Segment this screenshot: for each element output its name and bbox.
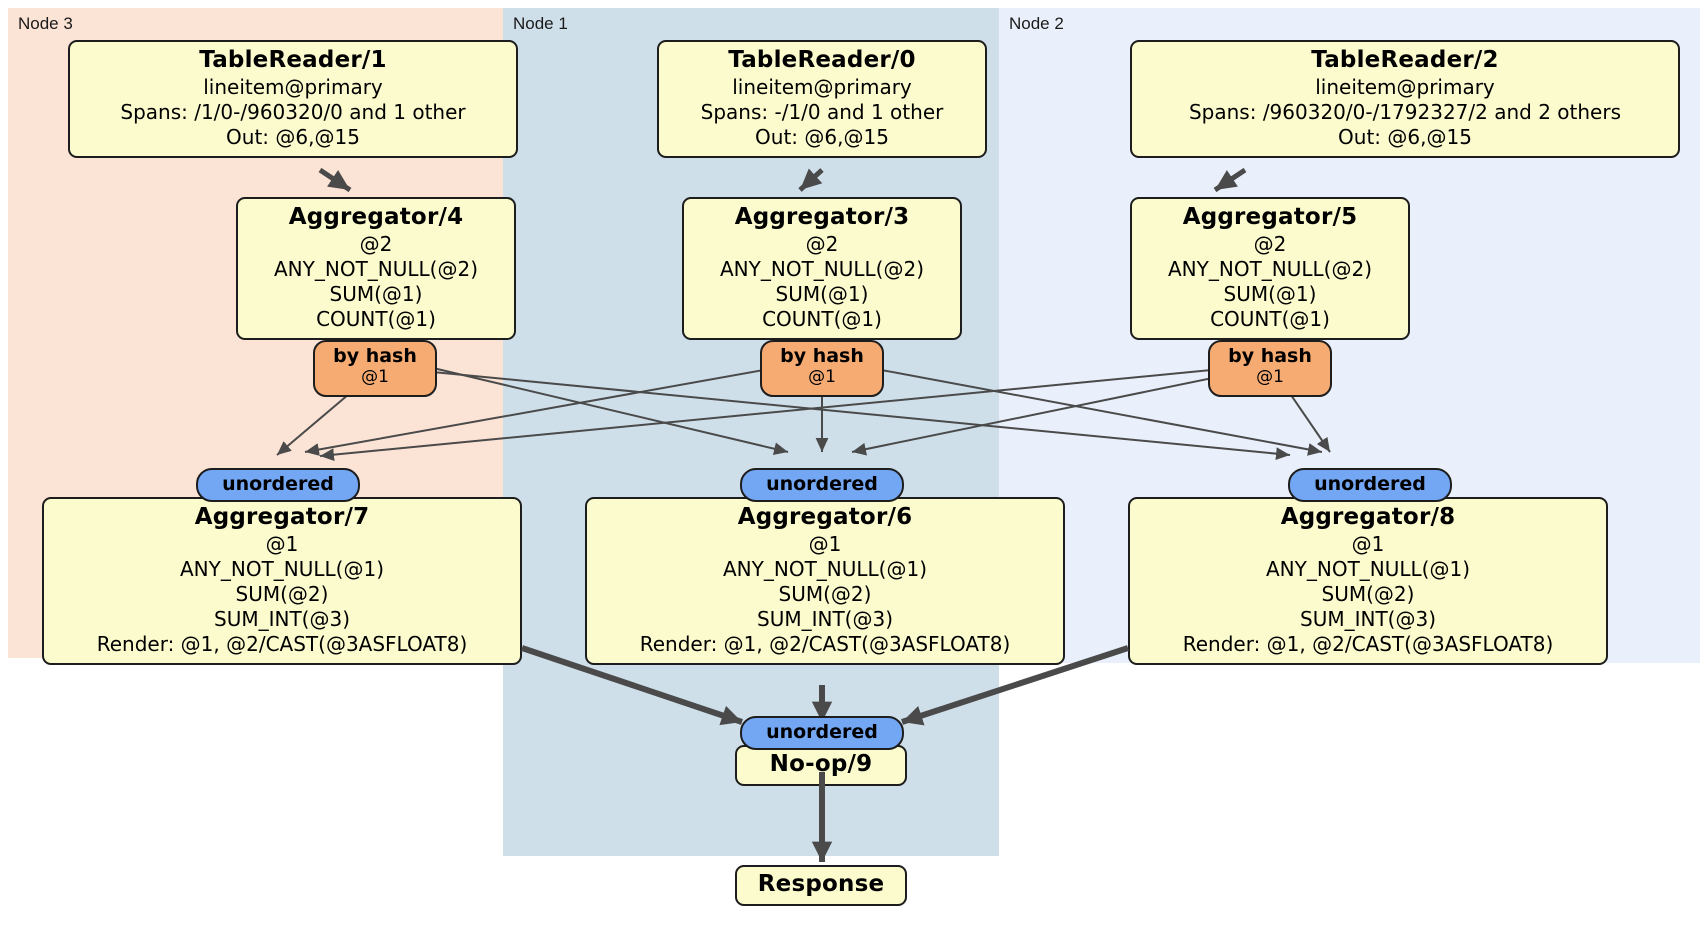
router-label: by hash [333,345,417,367]
node-panel-label-node1: Node 1 [513,14,568,33]
processor-line: SUM_INT(@3) [1300,607,1436,631]
processor-line: Spans: /960320/0-/1792327/2 and 2 others [1188,100,1621,124]
processor-title: Aggregator/6 [737,504,913,530]
processor-line: ANY_NOT_NULL(@2) [1168,257,1372,281]
processor-aggregator-6[interactable]: Aggregator/6 @1 ANY_NOT_NULL(@1) SUM(@2)… [585,497,1065,665]
processor-line: Render: @1, @2/CAST(@3ASFLOAT8) [96,632,468,656]
processor-title: Aggregator/3 [734,204,910,230]
processor-response[interactable]: Response [735,865,907,906]
receiver-label: unordered [766,473,878,495]
processor-title: No-op/9 [769,751,873,777]
processor-tablereader-1[interactable]: TableReader/1 lineitem@primary Spans: /1… [68,40,518,158]
processor-line: COUNT(@1) [316,307,436,331]
processor-tablereader-2[interactable]: TableReader/2 lineitem@primary Spans: /9… [1130,40,1680,158]
processor-line: @1 [265,532,299,556]
node-panel-label-node3: Node 3 [18,14,73,33]
router-by-hash-right[interactable]: by hash @1 [1208,340,1332,397]
processor-aggregator-4[interactable]: Aggregator/4 @2 ANY_NOT_NULL(@2) SUM(@1)… [236,197,516,340]
processor-tablereader-0[interactable]: TableReader/0 lineitem@primary Spans: -/… [657,40,987,158]
receiver-unordered-left[interactable]: unordered [196,468,360,502]
processor-title: Aggregator/4 [288,204,464,230]
processor-aggregator-5[interactable]: Aggregator/5 @2 ANY_NOT_NULL(@2) SUM(@1)… [1130,197,1410,340]
processor-line: @1 [1351,532,1385,556]
receiver-label: unordered [1314,473,1426,495]
processor-line: ANY_NOT_NULL(@2) [720,257,924,281]
processor-line: @2 [359,232,393,256]
processor-line: @1 [808,532,842,556]
processor-line: lineitem@primary [1315,75,1495,99]
processor-noop-9[interactable]: No-op/9 [735,745,907,786]
processor-line: SUM_INT(@3) [757,607,893,631]
processor-line: SUM(@1) [775,282,869,306]
router-column: @1 [361,367,389,387]
processor-line: ANY_NOT_NULL(@2) [274,257,478,281]
processor-line: COUNT(@1) [1210,307,1330,331]
processor-line: SUM_INT(@3) [214,607,350,631]
processor-title: TableReader/1 [199,47,387,73]
processor-line: SUM(@2) [778,582,872,606]
processor-title: TableReader/0 [728,47,916,73]
processor-title: TableReader/2 [1311,47,1499,73]
processor-title: Aggregator/7 [194,504,370,530]
router-column: @1 [808,367,836,387]
processor-line: ANY_NOT_NULL(@1) [723,557,927,581]
router-label: by hash [1228,345,1312,367]
processor-title: Response [757,871,885,897]
processor-line: Out: @6,@15 [226,125,360,149]
receiver-label: unordered [766,721,878,743]
processor-line: Spans: /1/0-/960320/0 and 1 other [120,100,466,124]
processor-title: Aggregator/5 [1182,204,1358,230]
processor-line: Out: @6,@15 [755,125,889,149]
processor-line: lineitem@primary [732,75,912,99]
receiver-label: unordered [222,473,334,495]
receiver-unordered-mid[interactable]: unordered [740,468,904,502]
processor-line: SUM(@1) [1223,282,1317,306]
processor-line: lineitem@primary [203,75,383,99]
processor-line: Render: @1, @2/CAST(@3ASFLOAT8) [639,632,1011,656]
processor-line: Spans: -/1/0 and 1 other [700,100,944,124]
router-by-hash-left[interactable]: by hash @1 [313,340,437,397]
processor-line: @2 [805,232,839,256]
processor-aggregator-8[interactable]: Aggregator/8 @1 ANY_NOT_NULL(@1) SUM(@2)… [1128,497,1608,665]
processor-line: SUM(@2) [1321,582,1415,606]
processor-aggregator-3[interactable]: Aggregator/3 @2 ANY_NOT_NULL(@2) SUM(@1)… [682,197,962,340]
processor-title: Aggregator/8 [1280,504,1456,530]
router-by-hash-mid[interactable]: by hash @1 [760,340,884,397]
receiver-unordered-final[interactable]: unordered [740,716,904,750]
processor-aggregator-7[interactable]: Aggregator/7 @1 ANY_NOT_NULL(@1) SUM(@2)… [42,497,522,665]
processor-line: ANY_NOT_NULL(@1) [1266,557,1470,581]
receiver-unordered-right[interactable]: unordered [1288,468,1452,502]
processor-line: Render: @1, @2/CAST(@3ASFLOAT8) [1182,632,1554,656]
processor-line: Out: @6,@15 [1338,125,1472,149]
processor-line: ANY_NOT_NULL(@1) [180,557,384,581]
processor-line: COUNT(@1) [762,307,882,331]
node-panel-label-node2: Node 2 [1009,14,1064,33]
processor-line: @2 [1253,232,1287,256]
processor-line: SUM(@1) [329,282,423,306]
processor-line: SUM(@2) [235,582,329,606]
router-column: @1 [1256,367,1284,387]
router-label: by hash [780,345,864,367]
